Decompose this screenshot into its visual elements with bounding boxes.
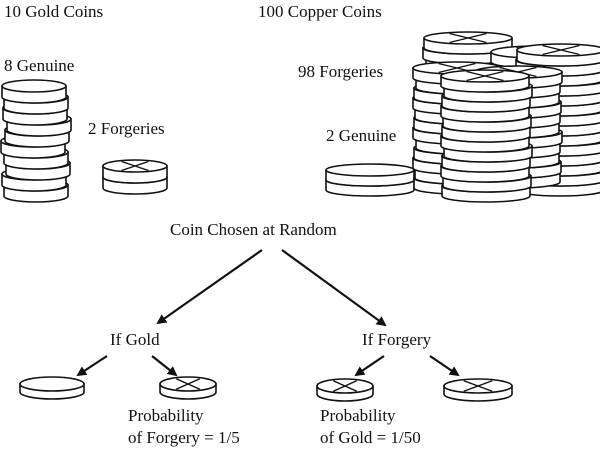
prob-gold-line2: of Gold = 1/50: [320, 428, 421, 447]
coin: [102, 159, 168, 184]
arrow-root-to-gold: [156, 249, 263, 325]
coin: [325, 163, 415, 187]
prob-forgery-line1: Probability: [128, 406, 204, 425]
if-gold-node-label: If Gold: [110, 330, 160, 349]
gold-forgeries-label: 2 Forgeries: [88, 119, 165, 138]
arrow-forgery-to-gold: [354, 355, 385, 377]
gold-genuine-label: 8 Genuine: [4, 56, 75, 75]
coin: [440, 69, 530, 93]
gold-coins-label: 10 Gold Coins: [4, 2, 104, 21]
copper-genuine-stack: [325, 163, 415, 197]
copper-coins-label: 100 Copper Coins: [258, 2, 382, 21]
arrow-forgery-to-copper: [429, 355, 460, 377]
gold-forgeries-stack: [102, 159, 168, 195]
arrow-root-to-forgery: [281, 249, 387, 327]
gold-forgery-coin: [159, 376, 217, 400]
if-forgery-node-label: If Forgery: [362, 330, 432, 349]
arrow-gold-to-genuine: [76, 355, 108, 377]
outcome-coins: [19, 376, 513, 402]
prob-gold-line1: Probability: [320, 406, 396, 425]
copper-genuine-label: 2 Genuine: [326, 126, 397, 145]
coin: [1, 79, 67, 104]
copper-forgery-coin: [443, 378, 513, 402]
arrow-gold-to-forgery: [151, 355, 178, 377]
coin: [423, 31, 513, 55]
copper-forgeries-stack: [440, 69, 533, 203]
coin: [516, 43, 600, 67]
gold-genuine-coin: [19, 376, 85, 400]
prob-forgery-line2: of Forgery = 1/5: [128, 428, 240, 447]
copper-forgeries-label: 98 Forgeries: [298, 62, 384, 81]
root-node-label: Coin Chosen at Random: [170, 220, 337, 239]
gold-forgery-coin-2: [316, 378, 374, 402]
gold-genuine-stack: [0, 79, 72, 203]
